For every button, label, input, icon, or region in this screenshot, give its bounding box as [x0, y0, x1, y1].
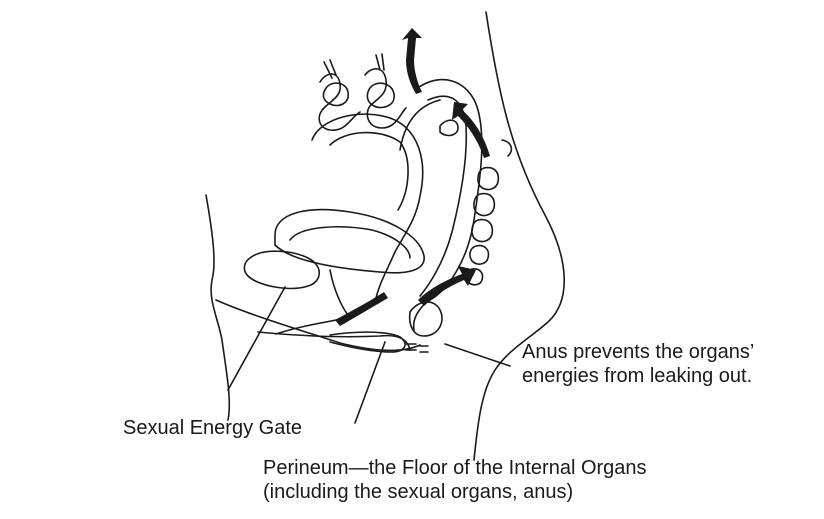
- front-body-outline: [206, 195, 229, 420]
- spine-vertebrae: [440, 120, 511, 285]
- ligament-right: [376, 54, 384, 70]
- perineum-annotation-line-1: Perineum—the Floor of the Internal Organ…: [263, 456, 647, 480]
- anus-annotation-line-1: Anus prevents the organs’: [522, 340, 754, 364]
- fallopian-tube-left: [319, 74, 360, 130]
- upward-energy-arrow-icon: [402, 28, 422, 94]
- pointer-line-sexual-gate: [228, 287, 285, 390]
- anus-annotation: Anus prevents the organs’ energies from …: [522, 340, 754, 388]
- fallopian-tube-right: [365, 69, 406, 128]
- perineum-annotation: Perineum—the Floor of the Internal Organ…: [263, 456, 647, 504]
- pointer-line-perineum: [355, 342, 385, 423]
- perineum-annotation-line-2: (including the sexual organs, anus): [263, 480, 647, 504]
- pointer-line-anus: [445, 344, 510, 366]
- back-body-outline: [474, 12, 564, 460]
- sexual-energy-gate-annotation: Sexual Energy Gate: [123, 416, 302, 440]
- anus-annotation-line-2: energies from leaking out.: [522, 364, 754, 388]
- buttock-outline: [216, 300, 420, 350]
- pubic-symphysis: [244, 251, 319, 288]
- vaginal-canal: [276, 298, 376, 334]
- uterus-inner: [330, 133, 408, 210]
- ovary-left: [323, 83, 348, 105]
- urethra: [330, 270, 350, 318]
- bladder-inner: [290, 227, 410, 258]
- upward-energy-arrow-icon: [335, 292, 388, 326]
